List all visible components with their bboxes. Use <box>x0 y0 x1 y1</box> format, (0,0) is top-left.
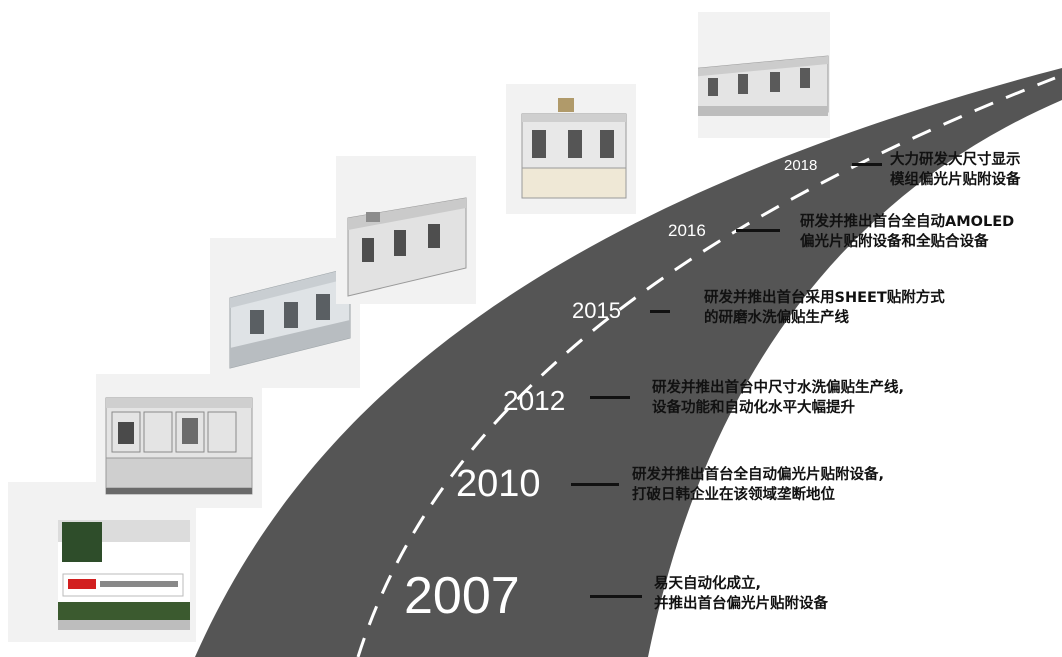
tick-2018 <box>852 163 882 166</box>
desc-2010-line1: 研发并推出首台全自动偏光片贴附设备, <box>632 467 885 483</box>
photo-machine-2012 <box>210 238 360 388</box>
photo-machine-2015 <box>336 156 476 304</box>
desc-2012-line2: 设备功能和自动化水平大幅提升 <box>652 400 855 416</box>
tick-2016 <box>736 229 780 232</box>
tick-2007 <box>590 595 642 598</box>
photo-machine-2010 <box>96 374 262 508</box>
desc-2018: 大力研发大尺寸显示 模组偏光片贴附设备 <box>890 150 1021 190</box>
desc-2018-line1: 大力研发大尺寸显示 <box>890 152 1021 168</box>
year-2016: 2016 <box>668 221 706 240</box>
desc-2007-line2: 并推出首台偏光片贴附设备 <box>654 596 828 612</box>
year-2015: 2015 <box>572 298 621 323</box>
tick-2015 <box>650 310 670 313</box>
desc-2010: 研发并推出首台全自动偏光片贴附设备, 打破日韩企业在该领域垄断地位 <box>632 465 884 505</box>
desc-2015: 研发并推出首台采用SHEET贴附方式 的研磨水洗偏贴生产线 <box>704 288 945 328</box>
desc-2016: 研发并推出首台全自动AMOLED 偏光片贴附设备和全贴合设备 <box>800 212 1014 252</box>
desc-2016-line2: 偏光片贴附设备和全贴合设备 <box>800 234 989 250</box>
desc-2012-line1: 研发并推出首台中尺寸水洗偏贴生产线, <box>652 380 905 396</box>
year-2010: 2010 <box>456 463 541 505</box>
road-surface <box>195 68 1062 657</box>
desc-2016-line1: 研发并推出首台全自动AMOLED <box>800 214 1015 230</box>
desc-2015-line1: 研发并推出首台采用SHEET贴附方式 <box>704 290 945 306</box>
desc-2010-line2: 打破日韩企业在该领域垄断地位 <box>632 487 835 503</box>
road-center-dash <box>356 76 1056 657</box>
photo-machine-2016 <box>506 84 636 214</box>
tick-2012 <box>590 396 630 399</box>
desc-2012: 研发并推出首台中尺寸水洗偏贴生产线, 设备功能和自动化水平大幅提升 <box>652 378 904 418</box>
year-2018: 2018 <box>784 157 818 174</box>
desc-2007-line1: 易天自动化成立, <box>654 576 762 592</box>
year-2007: 2007 <box>404 567 520 625</box>
desc-2007: 易天自动化成立, 并推出首台偏光片贴附设备 <box>654 574 828 614</box>
photo-machine-2018 <box>698 12 830 138</box>
photo-building-2007 <box>8 482 196 642</box>
desc-2015-line2: 的研磨水洗偏贴生产线 <box>704 310 849 326</box>
year-2012: 2012 <box>503 385 566 416</box>
desc-2018-line2: 模组偏光片贴附设备 <box>890 172 1021 188</box>
tick-2010 <box>571 483 619 486</box>
